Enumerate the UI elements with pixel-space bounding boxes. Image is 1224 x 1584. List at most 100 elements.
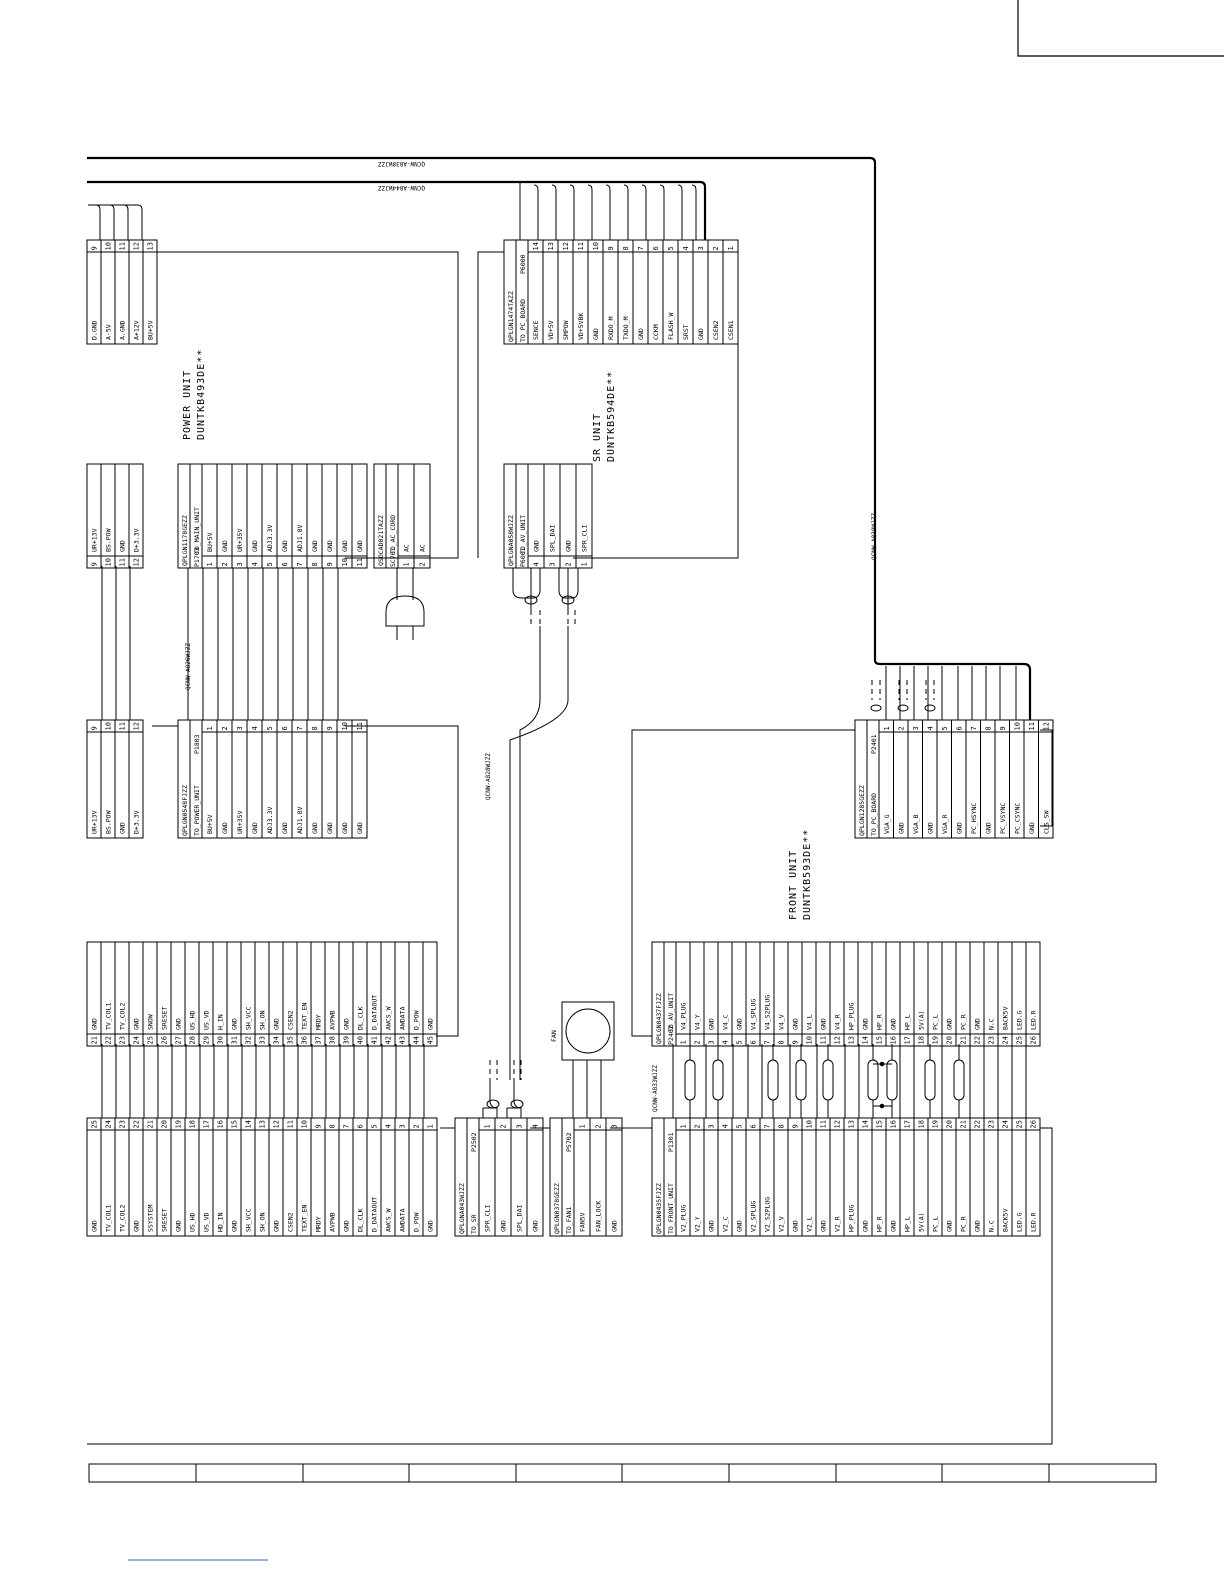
pin-signal: GND — [890, 1018, 898, 1030]
pin-number: 2 — [694, 1040, 702, 1044]
pin-number: 1 — [206, 726, 214, 730]
pin-signal: TEXT_EN — [301, 1003, 309, 1030]
connector-ref: P2502 — [470, 1132, 478, 1152]
pin-number: 2 — [694, 1124, 702, 1128]
pin-number: 9 — [326, 726, 334, 730]
pin-number: 19 — [932, 1120, 940, 1128]
pin-number: 3 — [912, 726, 920, 730]
pin-number: 36 — [301, 1036, 309, 1044]
pin-signal: V4_S2PLUG — [764, 995, 772, 1030]
pin-number: 33 — [259, 1036, 267, 1044]
pin-signal: V4_V — [778, 1014, 786, 1030]
pin-signal: ADJ3.3V — [266, 807, 274, 834]
connector-name: TO_AV_UNIT — [519, 515, 527, 554]
pin-signal: SPL_DAI — [516, 1205, 524, 1232]
pin-signal: GND — [273, 1018, 281, 1030]
pin-number: 19 — [175, 1120, 183, 1128]
pin-number: 12 — [562, 242, 570, 250]
pin-number: 7 — [343, 1124, 351, 1128]
pin-signal: D_POW — [413, 1010, 421, 1030]
pin-signal: V2_SPLUG — [750, 1201, 758, 1232]
pin-number: 5 — [736, 1040, 744, 1044]
pin-number: 19 — [932, 1036, 940, 1044]
pin-signal: SRESET — [161, 1208, 169, 1232]
pin-number: 38 — [329, 1036, 337, 1044]
pin-number: 13 — [547, 242, 555, 250]
pin-signal: SRESET — [161, 1006, 169, 1030]
pin-number: 24 — [133, 1036, 141, 1044]
pin-number: 12 — [834, 1120, 842, 1128]
pin-number: 21 — [960, 1036, 968, 1044]
pin-signal: AWDATA — [399, 1208, 407, 1232]
connector-part-number: QPLGN0378GEZZ — [553, 1183, 561, 1234]
pin-number: 4 — [251, 562, 259, 566]
pin-number: 3 — [708, 1124, 716, 1128]
pin-signal: GND — [91, 1018, 99, 1030]
pin-number: 4 — [722, 1040, 730, 1044]
pin-signal: D_DATAOUT — [371, 995, 379, 1030]
pin-signal: TV_COL1 — [105, 1003, 113, 1030]
pin-number: 2 — [419, 562, 427, 566]
pin-number: 10 — [301, 1120, 309, 1128]
pin-number: 26 — [1030, 1036, 1038, 1044]
pin-number: 6 — [750, 1124, 758, 1128]
connector-ref: SC701 — [389, 547, 397, 567]
pin-signal: GND — [221, 822, 229, 834]
pin-number: 15 — [231, 1120, 239, 1128]
pin-number: 23 — [119, 1120, 127, 1128]
pin-signal: HP_L — [904, 1014, 912, 1030]
pin-signal: D+3.3V — [133, 810, 141, 834]
pin-signal: GND — [533, 540, 541, 552]
pin-signal: FAN5V — [579, 1212, 587, 1232]
pin-number: 3 — [549, 562, 557, 566]
pin-signal: GND — [592, 328, 600, 340]
pin-number: 43 — [399, 1036, 407, 1044]
pin-number: 9 — [792, 1124, 800, 1128]
pin-signal: PC_R — [960, 1216, 968, 1232]
connector-part-number: QPLGN1178GEZZ — [181, 515, 189, 566]
pin-number: 9 — [792, 1040, 800, 1044]
pin-signal: GND — [311, 540, 319, 552]
pin-number: 12 — [834, 1036, 842, 1044]
pin-signal: SNOW — [147, 1014, 155, 1030]
pin-signal: GND — [736, 1018, 744, 1030]
pin-signal: GND — [326, 822, 334, 834]
pin-signal: GND — [251, 822, 259, 834]
pin-signal: GND — [311, 822, 319, 834]
pin-signal: GND — [273, 1220, 281, 1232]
pin-number: 8 — [311, 562, 319, 566]
pin-number: 6 — [281, 562, 289, 566]
pin-number: 30 — [217, 1036, 225, 1044]
pin-number: 9 — [91, 562, 99, 566]
pin-number: 13 — [848, 1120, 856, 1128]
pin-signal: SMPOW — [562, 320, 570, 340]
pin-signal: GND — [974, 1018, 982, 1030]
pin-signal: GND — [736, 1220, 744, 1232]
pin-number: 7 — [764, 1124, 772, 1128]
pin-number: 22 — [133, 1120, 141, 1128]
pin-number: 22 — [105, 1036, 113, 1044]
pin-number: 4 — [251, 726, 259, 730]
pin-signal: GND — [1028, 822, 1036, 834]
pin-number: 15 — [876, 1120, 884, 1128]
pin-signal: GND — [532, 1220, 540, 1232]
pin-signal: PC_L — [932, 1216, 940, 1232]
connector-p1301: QPLGN0435FJZZP1301TO_FRONT_UNIT1V2_PLUG2… — [651, 1117, 1041, 1237]
connector-part-number: QPLGN0435FJZZ — [655, 1183, 663, 1234]
fan-label: FAN — [550, 1030, 558, 1042]
pin-signal: HP_R — [876, 1216, 884, 1232]
pin-signal: GND — [611, 1220, 619, 1232]
pin-number: 35 — [287, 1036, 295, 1044]
power-unit-label: POWER UNIT — [182, 370, 193, 440]
pin-number: 6 — [652, 246, 660, 250]
pin-signal: MRDY — [315, 1014, 323, 1030]
pin-signal: GND — [862, 1220, 870, 1232]
pin-number: 9 — [315, 1124, 323, 1128]
pin-number: 11 — [119, 558, 127, 566]
pin-signal: US_VD — [203, 1010, 211, 1030]
pin-signal: GND — [820, 1220, 828, 1232]
page-frame-corner — [1017, 0, 1224, 57]
